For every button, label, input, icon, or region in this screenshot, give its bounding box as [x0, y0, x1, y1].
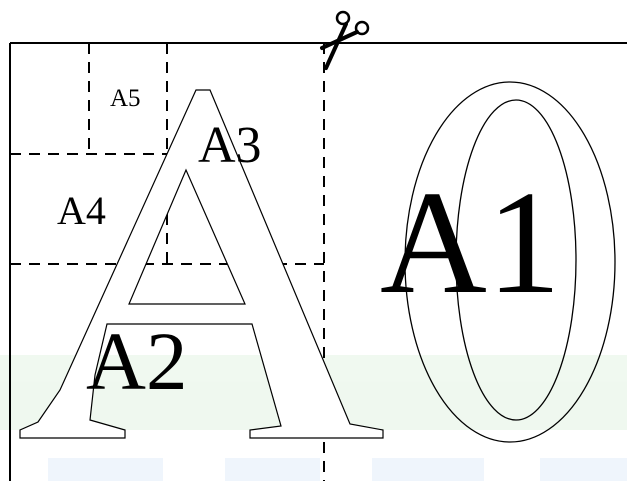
watermark-block-2	[225, 458, 320, 481]
scissors-blade-2	[320, 30, 359, 50]
scissors-icon	[320, 10, 370, 70]
label-a2: A2	[86, 315, 187, 407]
zero-inner-ring	[455, 99, 577, 421]
watermark-block-4	[540, 458, 627, 481]
label-a3: A3	[198, 117, 262, 174]
outline-digit-zero	[404, 81, 616, 443]
scissors-blade-1	[324, 22, 348, 70]
label-a1: A1	[380, 161, 561, 325]
sheet-border	[9, 42, 627, 481]
watermark-block-1	[48, 458, 163, 481]
label-a4: A4	[57, 188, 106, 233]
outline-letter-a	[19, 89, 384, 439]
scissors-finger-loop-top	[335, 10, 351, 26]
label-a5: A5	[110, 85, 141, 112]
zero-outer-ring	[404, 81, 616, 443]
watermark-block-3	[372, 458, 484, 481]
scissors-finger-loop-right	[354, 20, 370, 36]
